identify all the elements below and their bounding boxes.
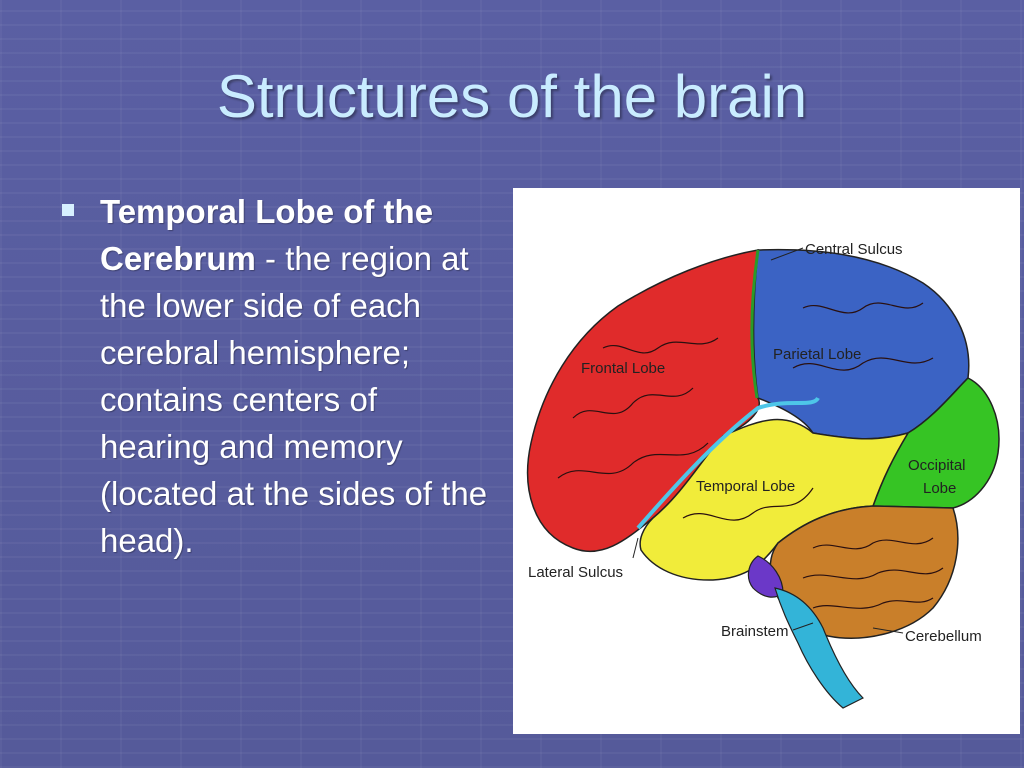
slide-title: Structures of the brain xyxy=(216,63,808,130)
label-leader-lines xyxy=(632,247,904,634)
bullet-item: Temporal Lobe of the Cerebrum - the regi… xyxy=(62,188,492,564)
label-central-sulcus: Central Sulcus xyxy=(805,241,903,258)
label-occipital-lobe-line2: Lobe xyxy=(923,480,956,497)
label-occipital-lobe-line1: Occipital xyxy=(908,457,966,474)
pons-region xyxy=(747,555,784,598)
bullet-definition: - the region at the lower side of each c… xyxy=(100,240,488,559)
lateral-sulcus-line xyxy=(636,396,820,530)
central-sulcus-line xyxy=(750,249,760,399)
label-brainstem: Brainstem xyxy=(721,623,789,640)
label-frontal-lobe: Frontal Lobe xyxy=(581,360,665,377)
label-cerebellum: Cerebellum xyxy=(905,628,982,645)
brainstem-region xyxy=(774,587,865,709)
temporal-lobe-region xyxy=(639,418,910,581)
brain-diagram: Central Sulcus Parietal Lobe Frontal Lob… xyxy=(513,188,1020,734)
brain-diagram-svg: Central Sulcus Parietal Lobe Frontal Lob… xyxy=(526,241,1000,709)
gyri-lines xyxy=(557,302,944,609)
bullet-term: Temporal Lobe of the Cerebrum xyxy=(100,193,434,277)
label-parietal-lobe: Parietal Lobe xyxy=(773,346,861,363)
bullet-text: Temporal Lobe of the Cerebrum - the regi… xyxy=(100,188,492,564)
label-lateral-sulcus: Lateral Sulcus xyxy=(528,564,623,581)
square-bullet-icon xyxy=(62,204,74,216)
label-temporal-lobe: Temporal Lobe xyxy=(696,478,795,495)
